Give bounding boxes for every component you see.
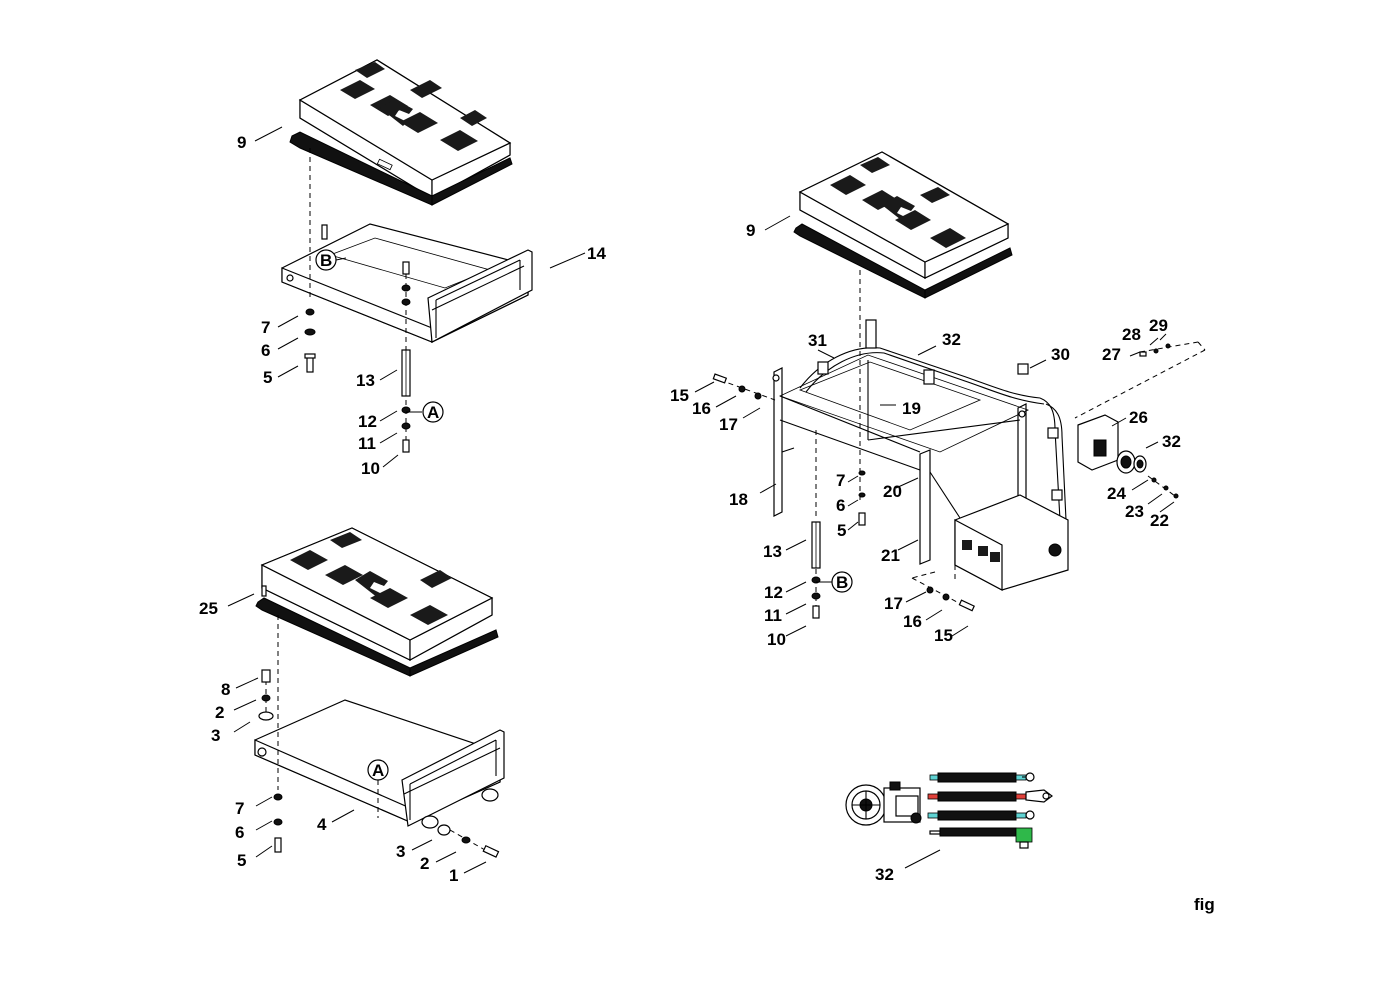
callout-2b: 2 <box>420 854 429 873</box>
bracket-26 <box>1077 414 1147 474</box>
callout-6-right: 6 <box>836 496 845 515</box>
battery-pack-9 <box>289 59 513 206</box>
callout-21: 21 <box>881 546 900 565</box>
harness-detail-32 <box>845 772 1053 869</box>
callout-19: 19 <box>902 399 921 418</box>
callout-5: 5 <box>263 368 272 387</box>
hardware-stack-1-2-3 <box>437 824 500 858</box>
callout-10-right: 10 <box>767 630 786 649</box>
harness-cable-red <box>927 789 1053 803</box>
callout-labels: 9 14 7 6 5 13 12 11 10 A B 25 8 2 3 7 6 … <box>199 133 1215 914</box>
callout-8: 8 <box>221 680 230 699</box>
callout-22: 22 <box>1150 511 1169 530</box>
callout-30: 30 <box>1051 345 1070 364</box>
callout-4: 4 <box>317 815 327 834</box>
callout-31: 31 <box>808 331 827 350</box>
callout-3b: 3 <box>396 842 405 861</box>
callout-5-bottom: 5 <box>237 851 246 870</box>
callout-12-right: 12 <box>764 583 783 602</box>
callout-13: 13 <box>356 371 375 390</box>
callout-9-right: 9 <box>746 221 755 240</box>
callout-6: 6 <box>261 341 270 360</box>
callout-27: 27 <box>1102 345 1121 364</box>
callout-18: 18 <box>729 490 748 509</box>
callout-32-top: 32 <box>942 330 961 349</box>
battery-pack-9-right <box>793 151 1013 299</box>
harness-cable-connector <box>929 827 1033 849</box>
callout-13-right: 13 <box>763 542 782 561</box>
assembly-bottom-left <box>227 527 505 874</box>
callout-circle-B-right <box>831 571 853 593</box>
battery-tray-14 <box>281 223 533 343</box>
callout-32-mid: 32 <box>1162 432 1181 451</box>
callout-7-right: 7 <box>836 471 845 490</box>
callout-1: 1 <box>449 866 458 885</box>
callout-32-detail: 32 <box>875 865 894 884</box>
callout-7-bottom: 7 <box>235 799 244 818</box>
callout-7: 7 <box>261 318 270 337</box>
callout-5-right: 5 <box>837 521 846 540</box>
callout-17-top: 17 <box>719 415 738 434</box>
callout-29: 29 <box>1149 316 1168 335</box>
callout-circle-A-bottom <box>367 759 389 781</box>
harness-cable-teal-bottom <box>927 810 1035 821</box>
callout-23: 23 <box>1125 502 1144 521</box>
callout-24: 24 <box>1107 484 1126 503</box>
callout-20: 20 <box>883 482 902 501</box>
harness-cable-teal-top <box>929 772 1035 783</box>
callout-15-bottom: 15 <box>934 626 953 645</box>
callout-6-bottom: 6 <box>235 823 244 842</box>
callout-B-top-letter: B <box>320 251 332 270</box>
callout-12: 12 <box>358 412 377 431</box>
battery-tray-4 <box>254 699 505 829</box>
callout-15-top: 15 <box>670 386 689 405</box>
hardware-stack-8-2-3 <box>258 669 274 721</box>
callout-A-bottom-letter: A <box>372 761 384 780</box>
hardware-stack-5-6-7-bottom <box>273 793 283 853</box>
callout-14: 14 <box>587 244 606 263</box>
battery-pack-25 <box>255 527 499 677</box>
assembly-top-left <box>254 59 586 468</box>
callout-16-bottom: 16 <box>903 612 922 631</box>
callout-17-bottom: 17 <box>884 594 903 613</box>
callout-2a: 2 <box>215 703 224 722</box>
callout-circle-A-top <box>422 401 444 423</box>
assembly-right <box>694 151 1206 637</box>
hardware-stack-5-6-7 <box>304 308 316 373</box>
callout-28: 28 <box>1122 325 1141 344</box>
callout-26: 26 <box>1129 408 1148 427</box>
hardware-stack-10-13 <box>401 261 411 453</box>
callout-11-right: 11 <box>764 606 782 625</box>
callout-25: 25 <box>199 599 218 618</box>
callout-3a: 3 <box>211 726 220 745</box>
figure-label: fig <box>1194 895 1215 914</box>
callout-9: 9 <box>237 133 246 152</box>
callout-A-top-letter: A <box>427 403 439 422</box>
electronics-box <box>954 494 1069 591</box>
callout-10: 10 <box>361 459 380 478</box>
callout-11: 11 <box>358 434 376 453</box>
callout-B-right-letter: B <box>836 573 848 592</box>
callout-16-top: 16 <box>692 399 711 418</box>
